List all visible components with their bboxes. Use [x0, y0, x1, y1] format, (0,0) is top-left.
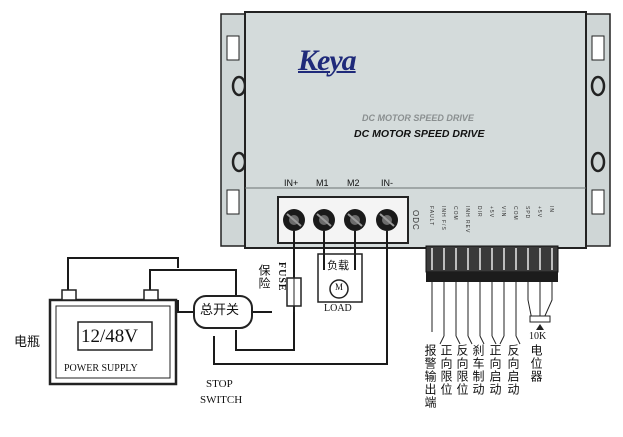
signal-wires [431, 282, 553, 345]
load-box [317, 253, 363, 303]
pin-label: INH F/S [440, 206, 446, 231]
keya-logo: Keya [298, 44, 357, 77]
pin-label: +5V [536, 206, 542, 219]
fuse [286, 272, 302, 312]
stop-switch-box [193, 295, 253, 329]
signal-label-brake: 刹车制动 [471, 344, 485, 396]
battery-voltage: 12/48V [81, 326, 138, 347]
pin-label: IN [548, 206, 554, 213]
stop-switch-text-line2: SWITCH [200, 394, 243, 406]
terminal-label-m2: M2 [347, 178, 360, 188]
load-cn-label: 负载 [327, 259, 349, 272]
signal-label-alarm: 报警输出端 [423, 344, 437, 409]
pin-label: COM [452, 206, 458, 221]
stop-switch-label: 总开关 [200, 303, 240, 318]
pin-label: FAULT [428, 206, 434, 227]
terminal-label-in-plus: IN+ [284, 178, 299, 188]
pin-label: SPD [524, 206, 530, 220]
terminal-block [277, 196, 409, 244]
signal-label-rev-start: 反向启动 [506, 344, 520, 396]
signal-label-fwd-limit: 正向限位 [439, 344, 453, 396]
pot-label: 10K [529, 331, 547, 342]
left-flange [220, 13, 247, 247]
pin-label: DIR [476, 206, 482, 218]
battery-cn-label: 电瓶 [14, 335, 41, 350]
panel-title-ghost: DC MOTOR SPEED DRIVE [362, 113, 474, 123]
motor-symbol-text: M [335, 282, 344, 292]
pin-label: INH REV [464, 206, 470, 234]
power-wires [67, 231, 388, 365]
potentiometer [529, 315, 551, 330]
signal-label-pot: 电位器 [529, 344, 543, 383]
right-flange [585, 13, 611, 247]
fuse-en-label: FUSE [276, 262, 287, 292]
pin-label: COM [512, 206, 518, 221]
terminal-label-m1: M1 [316, 178, 329, 188]
signal-label-fwd-start: 正向启动 [488, 344, 502, 396]
fuse-cn-label: 保险 [257, 264, 271, 290]
terminal-label-in-minus: IN- [381, 178, 393, 188]
signal-label-rev-limit: 反向限位 [455, 344, 469, 396]
load-en-label: LOAD [324, 303, 352, 314]
terminal-side-text: ODC [411, 210, 420, 231]
signal-connector [425, 245, 559, 282]
pin-label: +5V [488, 206, 494, 219]
stop-switch-text-line1: STOP [206, 378, 233, 390]
pin-label: VIN [500, 206, 506, 218]
battery-supply-label: POWER SUPPLY [64, 363, 138, 374]
battery [48, 289, 178, 386]
panel-title: DC MOTOR SPEED DRIVE [354, 128, 485, 140]
